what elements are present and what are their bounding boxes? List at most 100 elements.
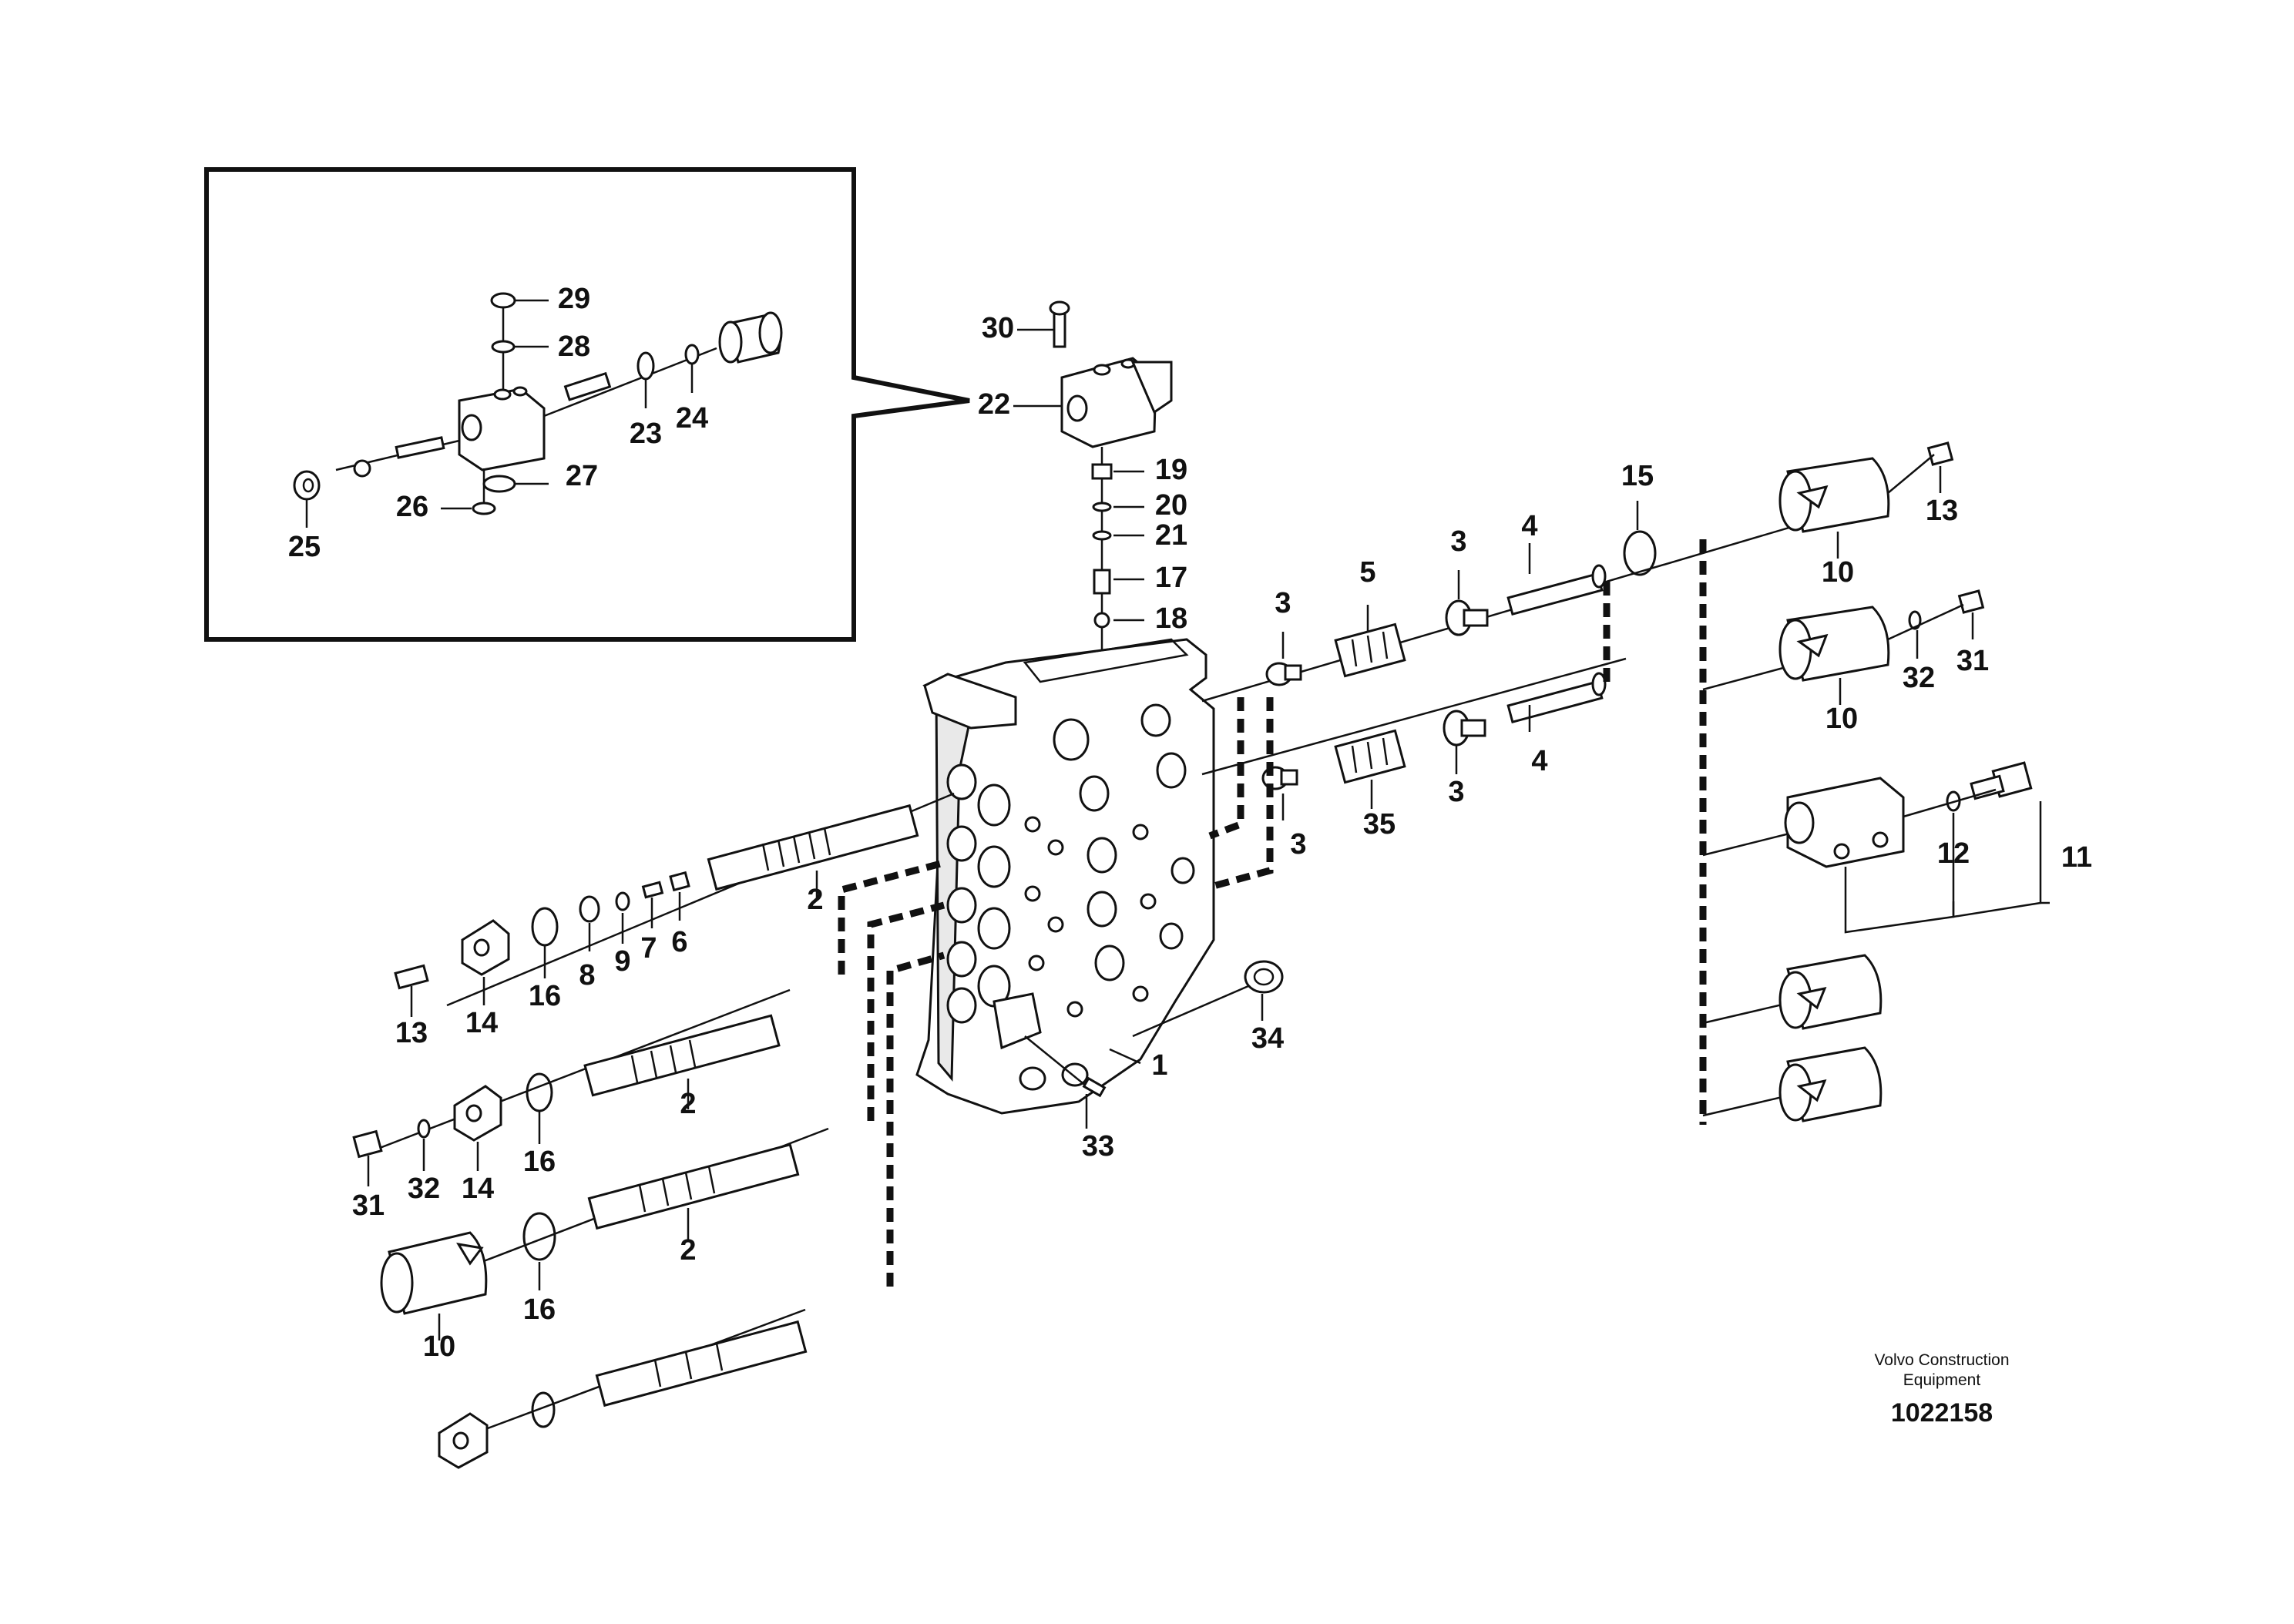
spool-2a xyxy=(707,804,919,891)
label-20: 20 xyxy=(1155,489,1187,522)
label-2-first: 2 xyxy=(807,884,823,916)
spring-35 xyxy=(1334,729,1406,784)
detail-inset xyxy=(204,167,970,642)
spool-2b xyxy=(583,1014,781,1097)
spring-5 xyxy=(1334,622,1406,678)
label-10-left: 10 xyxy=(423,1330,455,1363)
label-16-first: 16 xyxy=(529,980,561,1012)
label-16-second: 16 xyxy=(523,1146,556,1178)
label-28: 28 xyxy=(558,331,590,363)
label-14-first: 14 xyxy=(465,1007,498,1039)
label-22: 22 xyxy=(978,388,1010,421)
adapter-11 xyxy=(1970,761,2033,800)
part-number-labels: 29 28 23 24 27 26 25 30 22 19 20 21 17 1… xyxy=(288,283,2092,1363)
bolt-31b xyxy=(352,1129,383,1159)
label-2-second: 2 xyxy=(680,1088,696,1120)
spool-2c xyxy=(587,1143,800,1230)
label-10-top: 10 xyxy=(1822,556,1854,589)
label-18: 18 xyxy=(1155,602,1187,635)
pilot-block-22 xyxy=(1060,357,1173,448)
label-3-mid: 3 xyxy=(1448,776,1464,808)
label-32-right: 32 xyxy=(1903,662,1935,694)
label-32-left: 32 xyxy=(408,1173,440,1205)
label-21: 21 xyxy=(1155,519,1187,552)
cover-row4 xyxy=(438,1412,489,1469)
inset-solenoid-cap xyxy=(718,311,783,364)
cover-14b xyxy=(453,1085,502,1142)
oring-row4 xyxy=(531,1391,556,1428)
eye-bolt-34 xyxy=(1132,960,1284,1038)
label-15: 15 xyxy=(1621,460,1654,492)
label-29: 29 xyxy=(558,283,590,315)
label-33: 33 xyxy=(1082,1130,1114,1163)
washer-32a xyxy=(1908,610,1922,630)
label-3-lower: 3 xyxy=(1290,828,1306,861)
solenoid-lower-a xyxy=(1778,954,1883,1030)
piston-4a xyxy=(1506,564,1607,616)
inset-stack-27-26 xyxy=(472,468,516,515)
label-31-right: 31 xyxy=(1956,645,1989,677)
solenoid-lower-b xyxy=(1778,1046,1883,1122)
label-12: 12 xyxy=(1937,837,1970,870)
label-4-bottom: 4 xyxy=(1531,745,1547,777)
label-26: 26 xyxy=(396,491,428,523)
seat-3a xyxy=(1265,662,1302,686)
plug-33 xyxy=(1024,1035,1107,1098)
cover-14a xyxy=(461,919,510,976)
company-line-1: Volvo Construction xyxy=(1874,1351,2009,1369)
bolt-30 xyxy=(1049,300,1070,348)
solenoid-10a xyxy=(1778,457,1890,533)
label-14-second: 14 xyxy=(462,1173,494,1205)
inset-spool xyxy=(335,436,460,478)
bolt-13b xyxy=(394,964,429,990)
label-19: 19 xyxy=(1155,454,1187,486)
check-stack-6-9-8 xyxy=(579,871,690,923)
label-31-left: 31 xyxy=(352,1189,385,1222)
bolt-13a xyxy=(1926,441,1954,466)
label-4-top: 4 xyxy=(1521,510,1537,542)
label-7: 7 xyxy=(640,932,657,965)
label-13-top: 13 xyxy=(1926,495,1958,527)
label-23: 23 xyxy=(630,418,662,450)
valve-11 xyxy=(1784,777,1905,868)
label-5: 5 xyxy=(1359,556,1375,589)
main-valve-body xyxy=(915,638,1215,1115)
label-3-top: 3 xyxy=(1450,525,1466,558)
seat-3d xyxy=(1443,710,1486,747)
bolt-31a xyxy=(1957,589,1985,614)
solenoid-10c xyxy=(380,1231,488,1315)
label-2-third: 2 xyxy=(680,1234,696,1267)
company-line-2: Equipment xyxy=(1903,1371,1981,1389)
label-11: 11 xyxy=(2061,841,2092,874)
label-35: 35 xyxy=(1363,808,1396,841)
solenoid-10b xyxy=(1778,606,1890,682)
label-25: 25 xyxy=(288,531,321,563)
oring-16c xyxy=(522,1212,556,1261)
label-6: 6 xyxy=(671,926,687,958)
label-27: 27 xyxy=(566,460,598,492)
label-30: 30 xyxy=(982,312,1014,344)
oring-16a xyxy=(531,907,559,947)
label-3-upper-left: 3 xyxy=(1275,587,1291,619)
drawing-credit: Volvo Construction Equipment 1022158 xyxy=(1874,1351,2009,1428)
oring-15 xyxy=(1623,530,1657,576)
label-24: 24 xyxy=(676,402,708,435)
label-17: 17 xyxy=(1155,562,1187,594)
piston-4b xyxy=(1506,672,1607,723)
oring-16b xyxy=(526,1072,553,1112)
label-16-third: 16 xyxy=(523,1293,556,1326)
label-10-mid: 10 xyxy=(1825,703,1858,735)
label-9: 9 xyxy=(614,945,630,978)
label-13-left: 13 xyxy=(395,1017,428,1049)
label-1: 1 xyxy=(1151,1049,1167,1082)
label-34: 34 xyxy=(1251,1022,1284,1055)
label-8: 8 xyxy=(579,959,595,992)
washer-32b xyxy=(417,1119,431,1139)
drawing-number: 1022158 xyxy=(1891,1398,1993,1428)
seat-3b xyxy=(1445,599,1489,636)
inset-valve-block xyxy=(458,386,546,471)
spool-row4 xyxy=(595,1320,808,1408)
inset-plug-25 xyxy=(293,470,321,501)
pilot-stack-19-18 xyxy=(1091,463,1113,629)
